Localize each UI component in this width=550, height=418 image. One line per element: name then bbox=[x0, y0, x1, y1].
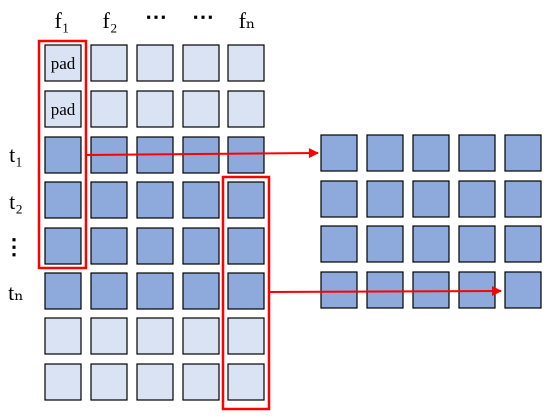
output-cell-r2-c3 bbox=[412, 180, 450, 218]
row-label-t1: t₁ bbox=[9, 142, 23, 167]
output-cell-r1-c2 bbox=[366, 134, 404, 172]
empty-cell-r2-c1 bbox=[44, 90, 82, 128]
feature-cell-r4-c2 bbox=[90, 181, 128, 219]
empty-cell-r7-c2 bbox=[90, 317, 128, 355]
output-cell-r4-c5 bbox=[504, 271, 542, 309]
output-cell-r2-c4 bbox=[458, 180, 496, 218]
empty-cell-r2-c5 bbox=[227, 90, 265, 128]
feature-cell-r4-c5 bbox=[227, 181, 265, 219]
row-label-vertical-ellipsis: ⋮ bbox=[3, 234, 25, 259]
empty-cell-r8-c1 bbox=[44, 363, 82, 401]
feature-cell-r4-c3 bbox=[136, 181, 174, 219]
output-cell-r3-c1 bbox=[320, 225, 358, 263]
output-cell-r2-c5 bbox=[504, 180, 542, 218]
empty-cell-r1-c2 bbox=[90, 44, 128, 82]
empty-cell-r7-c5 bbox=[227, 317, 265, 355]
feature-cell-r3-c1 bbox=[44, 136, 82, 174]
output-cell-r3-c2 bbox=[366, 225, 404, 263]
row-label-tn: tₙ bbox=[8, 280, 24, 305]
empty-cell-r1-c5 bbox=[227, 44, 265, 82]
empty-cell-r7-c3 bbox=[136, 317, 174, 355]
feature-cell-r6-c1 bbox=[44, 272, 82, 310]
output-cell-r1-c5 bbox=[504, 134, 542, 172]
pad-label: pad bbox=[51, 100, 76, 119]
feature-cell-r5-c4 bbox=[182, 227, 220, 265]
empty-cell-r8-c4 bbox=[182, 363, 220, 401]
feature-cell-r5-c2 bbox=[90, 227, 128, 265]
empty-cell-r2-c4 bbox=[182, 90, 220, 128]
feature-cell-r5-c1 bbox=[44, 227, 82, 265]
output-cell-r4-c3 bbox=[412, 271, 450, 309]
empty-cell-r8-c3 bbox=[136, 363, 174, 401]
output-cell-r2-c2 bbox=[366, 180, 404, 218]
pad-label: pad bbox=[51, 54, 76, 73]
arrow-to-output-column-start bbox=[85, 148, 319, 159]
column-label-fn: fₙ bbox=[239, 8, 256, 33]
output-cell-r1-c3 bbox=[412, 134, 450, 172]
empty-cell-r1-c1 bbox=[44, 44, 82, 82]
output-cell-r4-c2 bbox=[366, 271, 404, 309]
feature-cell-r6-c3 bbox=[136, 272, 174, 310]
arrow-to-output-column-end bbox=[268, 286, 502, 297]
feature-cell-r5-c3 bbox=[136, 227, 174, 265]
output-grid bbox=[320, 134, 542, 309]
feature-cell-r3-c5 bbox=[227, 136, 265, 174]
empty-cell-r8-c2 bbox=[90, 363, 128, 401]
feature-cell-r6-c5 bbox=[227, 272, 265, 310]
column-fn-highlight bbox=[221, 175, 271, 411]
output-cell-r2-c1 bbox=[320, 180, 358, 218]
column-label-ellipsis-1: ⋯ bbox=[145, 4, 167, 29]
feature-cell-r5-c5 bbox=[227, 227, 265, 265]
column-label-f1: f₁ bbox=[55, 8, 70, 33]
input-grid: pad pad bbox=[44, 44, 265, 401]
row-label-t2: t₂ bbox=[9, 189, 23, 214]
empty-cell-r1-c4 bbox=[182, 44, 220, 82]
output-cell-r1-c1 bbox=[320, 134, 358, 172]
output-cell-r4-c1 bbox=[320, 271, 358, 309]
feature-cell-r6-c2 bbox=[90, 272, 128, 310]
column-label-f2: f₂ bbox=[103, 8, 118, 33]
feature-cell-r6-c4 bbox=[182, 272, 220, 310]
empty-cell-r2-c3 bbox=[136, 90, 174, 128]
empty-cell-r7-c1 bbox=[44, 317, 82, 355]
output-cell-r4-c4 bbox=[458, 271, 496, 309]
feature-cell-r4-c1 bbox=[44, 181, 82, 219]
empty-cell-r8-c5 bbox=[227, 363, 265, 401]
output-cell-r3-c5 bbox=[504, 225, 542, 263]
feature-cell-r4-c4 bbox=[182, 181, 220, 219]
output-cell-r3-c4 bbox=[458, 225, 496, 263]
empty-cell-r2-c2 bbox=[90, 90, 128, 128]
empty-cell-r7-c4 bbox=[182, 317, 220, 355]
column-label-ellipsis-2: ⋯ bbox=[192, 4, 214, 29]
output-cell-r1-c4 bbox=[458, 134, 496, 172]
empty-cell-r1-c3 bbox=[136, 44, 174, 82]
output-cell-r3-c3 bbox=[412, 225, 450, 263]
